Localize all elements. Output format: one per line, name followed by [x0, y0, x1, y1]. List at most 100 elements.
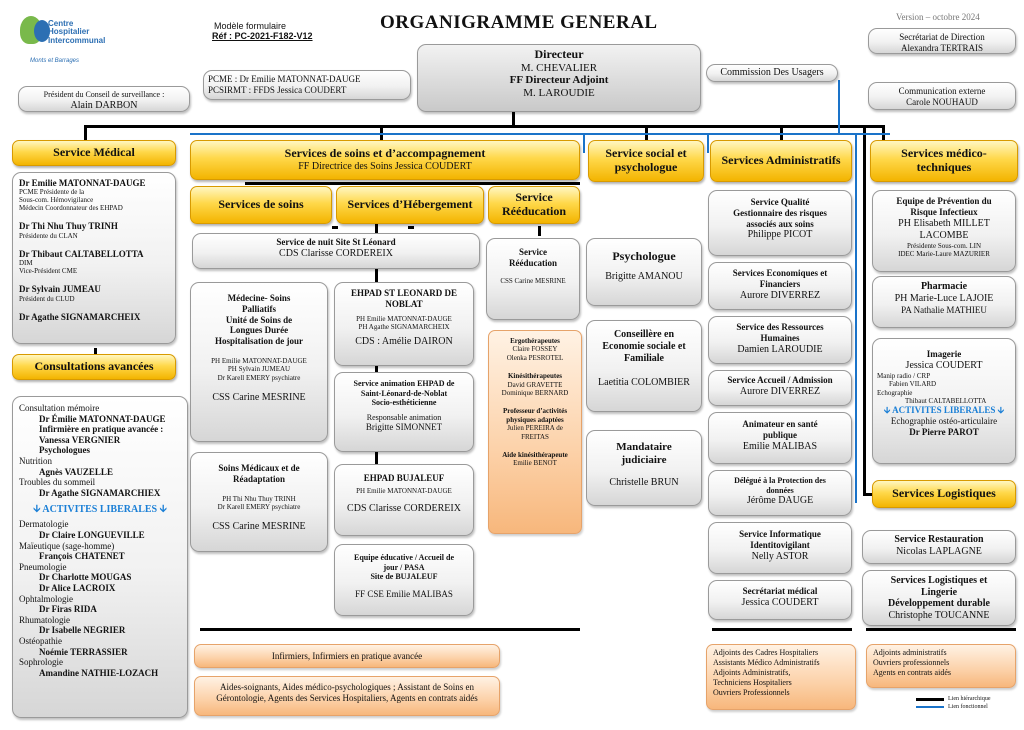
medecine-title: Longues Durée	[229, 325, 289, 336]
lingerie-box: Services Logistiques et Lingerie Dévelop…	[862, 570, 1016, 626]
reeduc-person: FREITAS	[521, 432, 549, 441]
logo-line3: Intercommunal	[48, 35, 106, 45]
medical-role: DIM	[19, 259, 33, 268]
smr-box: Soins Médicaux et de Réadaptation PH Thi…	[190, 452, 328, 552]
consult-line: Dr Firas RIDA	[39, 604, 97, 615]
service-medtech-header: Services médico-techniques	[870, 140, 1018, 182]
medical-role: Sous-com. Hémovigilance	[19, 196, 94, 205]
page-title: ORGANIGRAMME GENERAL	[380, 12, 658, 33]
eopii-role: IDEC Marie-Laure MAZURIER	[898, 249, 990, 258]
ehpad-bujaleuf-box: EHPAD BUJALEUF PH Emilie MATONNAT-DAUGE …	[334, 464, 474, 536]
animation-role: Responsable animation	[366, 412, 442, 422]
pasa-name: FF CSE Emilie MALIBAS	[355, 588, 453, 599]
adjoint-line: Techniciens Hospitaliers	[713, 678, 792, 687]
link-soins-sub	[245, 182, 580, 185]
smr-title: Réadaptation	[232, 473, 285, 484]
consult-line: Ophtalmologie	[19, 593, 73, 604]
admin-item-title: Identitovigilant	[750, 539, 810, 550]
logistique-adjoint-line: Adjoints administratifs	[873, 648, 947, 657]
admin-item-title: Gestionnaire des risques	[733, 207, 827, 218]
consult-line: Vanessa VERGNIER	[39, 434, 121, 445]
link-reeduc	[538, 226, 541, 236]
communication-box: Communication externe Carole NOUHAUD	[868, 82, 1016, 110]
consult-line: Dr Agathe SIGNAMARCHIEX	[39, 487, 161, 498]
pharmacie-name: PH Marie-Luce LAJOIE	[894, 293, 994, 304]
pharmacie-title: Pharmacie	[920, 281, 968, 292]
service-social-header: Service social et psychologue	[588, 140, 704, 182]
medical-name: Dr Agathe SIGNAMARCHEIX	[19, 311, 141, 322]
medical-name: Dr Thibaut CALTABELLOTTA	[19, 248, 144, 259]
hebergement-header: Services d’Hébergement	[336, 186, 484, 224]
imagerie-line: Echographie ostéo-articulaire	[890, 416, 998, 427]
director-link	[512, 110, 515, 126]
consult-line: François CHATENET	[39, 551, 125, 562]
medical-role: Président du CLUD	[19, 294, 75, 303]
medical-role: Médecin Coordonnateur des EHPAD	[19, 204, 123, 213]
conseil-name: Alain DARBON	[70, 99, 138, 111]
eopii-name: LACOMBE	[919, 229, 969, 241]
ehpad-st-title: EHPAD ST LEONARD DE	[351, 288, 457, 298]
arrow-down-icon: 🡫	[33, 504, 43, 516]
admin-item-title: publique	[762, 429, 798, 440]
directeur-name: M. CHEVALIER	[520, 61, 598, 74]
admin-item-title: Service des Ressources	[736, 322, 824, 332]
lingerie-title: Développement durable	[888, 598, 990, 609]
reeduc-title: Service	[519, 247, 547, 257]
imagerie-line: Thibaut CALTABELLOTTA	[905, 396, 987, 405]
admin-item-name: Nelly ASTOR	[751, 550, 809, 562]
eopii-title: Risque Infectieux	[910, 206, 978, 217]
admin-item: Secrétariat médical Jessica COUDERT	[708, 580, 852, 620]
consult-line: Sophrologie	[19, 657, 63, 668]
soins-accomp-sub: FF Directrice des Soins Jessica COUDERT	[298, 161, 472, 173]
legend: Lien hiérarchique Lien fonctionnel	[916, 696, 1016, 720]
consult-line: Troubles du sommeil	[19, 477, 96, 488]
psychologue-name: Brigitte AMANOU	[605, 271, 683, 283]
animation-title: Service animation EHPAD de	[353, 379, 455, 388]
admin-item-name: Philippe PICOT	[747, 229, 813, 241]
admin-item-title: Financiers	[759, 278, 801, 289]
directeur-title: Directeur	[534, 47, 584, 61]
ehpad-st-title: NOBLAT	[385, 298, 423, 309]
reeduc-person: Claire FOSSEY	[512, 345, 558, 354]
mandataire-title: Mandataire	[616, 441, 672, 453]
ehpad-st-ph: PH Agathe SIGNAMARCHEIX	[358, 322, 450, 331]
lingerie-title: Lingerie	[920, 586, 958, 598]
admin-item-title: Humaines	[760, 332, 800, 343]
restauration-title: Service Restauration	[894, 534, 984, 545]
conseillere-box: Conseillère en Economie sociale et Famil…	[586, 320, 702, 412]
psychologue-title: Psychologue	[612, 249, 676, 263]
eopii-box: Equipe de Prévention du Risque Infectieu…	[872, 190, 1016, 272]
ehpad-st-cds: CDS : Amélie DAIRON	[355, 336, 453, 348]
medecine-css: CSS Carine MESRINE	[212, 392, 306, 404]
bujaleuf-ph: PH Emilie MATONNAT-DAUGE	[356, 486, 452, 495]
bracket-logistique	[866, 628, 1016, 631]
bujaleuf-title: EHPAD BUJALEUF	[363, 473, 445, 483]
medecine-title: Médecine- Soins	[227, 293, 291, 303]
functional-admin	[707, 133, 709, 153]
reeduc-role: Ergothérapeutes	[510, 337, 560, 345]
admin-item-title: Délégué à la Protection des	[734, 476, 826, 485]
consult-line: Dr Charlotte MOUGAS	[39, 572, 132, 583]
reeducation-list-box: Ergothérapeutes Claire FOSSEY Olenka PES…	[488, 330, 582, 534]
medical-role: Présidente du CLAN	[19, 231, 78, 240]
version-label: Version – octobre 2024	[896, 12, 980, 22]
reeducation-header: Service Rééducation	[488, 186, 580, 224]
adjoint-line: Adjoints Administratifs,	[713, 668, 791, 677]
reeduc-name: CSS Carine MESRINE	[500, 276, 566, 285]
service-nuit-box: Service de nuit Site St Léonard CDS Clar…	[192, 233, 480, 269]
admin-item-name: Aurore DIVERREZ	[739, 385, 821, 397]
conseillere-title: Familiale	[624, 353, 664, 364]
service-medical-header: Service Médical	[12, 140, 176, 166]
hierarchy-bus	[84, 125, 884, 128]
consultations-box: Consultation mémoire Dr Émilie MATONNAT-…	[12, 396, 188, 718]
smr-ph: PH Thi Nhu Thuy TRINH	[222, 494, 296, 503]
mandataire-name: Christelle BRUN	[609, 477, 679, 489]
pcsirmt-line: PCSIRMT : FFDS Jessica COUDERT	[208, 84, 347, 95]
consult-line: Maïeutique (sage-homme)	[19, 540, 115, 551]
consultations-header: Consultations avancées	[12, 354, 176, 380]
medecine-ph: PH Sylvain JUMEAU	[227, 365, 291, 374]
secretariat-label: Secrétariat de Direction	[899, 32, 985, 42]
reeduc-person: Olenka PESROTEL	[506, 353, 564, 362]
eopii-role: Présidente Sous-com. LIN	[906, 241, 982, 250]
animation-title: Socio-esthéticienne	[371, 398, 437, 408]
